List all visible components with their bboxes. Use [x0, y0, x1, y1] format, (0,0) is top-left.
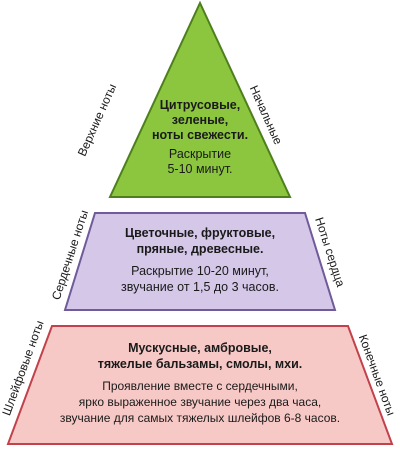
middle-tier-title: Цветочные, фруктовые, пряные, древесные.	[124, 226, 276, 256]
top-tier-text: Цитрусовые, зеленые, ноты свежести. Раск…	[130, 98, 270, 177]
bottom-tier-title: Мускусные, амбровые, тяжелые бальзамы, с…	[97, 341, 303, 371]
middle-tier-text: Цветочные, фруктовые, пряные, древесные.…	[90, 225, 310, 295]
top-tier-triangle	[108, 0, 292, 198]
bottom-tier-text: Мускусные, амбровые, тяжелые бальзамы, с…	[40, 340, 360, 426]
bottom-tier-desc: Проявление вместе с сердечными, ярко выр…	[59, 379, 341, 425]
top-tier-desc: Раскрытие 5-10 минут.	[167, 147, 233, 176]
bottom-tier-trapezoid	[6, 325, 394, 445]
middle-tier-desc: Раскрытие 10-20 минут, звучание от 1,5 д…	[121, 264, 279, 294]
middle-tier-trapezoid	[63, 212, 337, 311]
top-tier-title: Цитрусовые, зеленые, ноты свежести.	[151, 98, 249, 142]
